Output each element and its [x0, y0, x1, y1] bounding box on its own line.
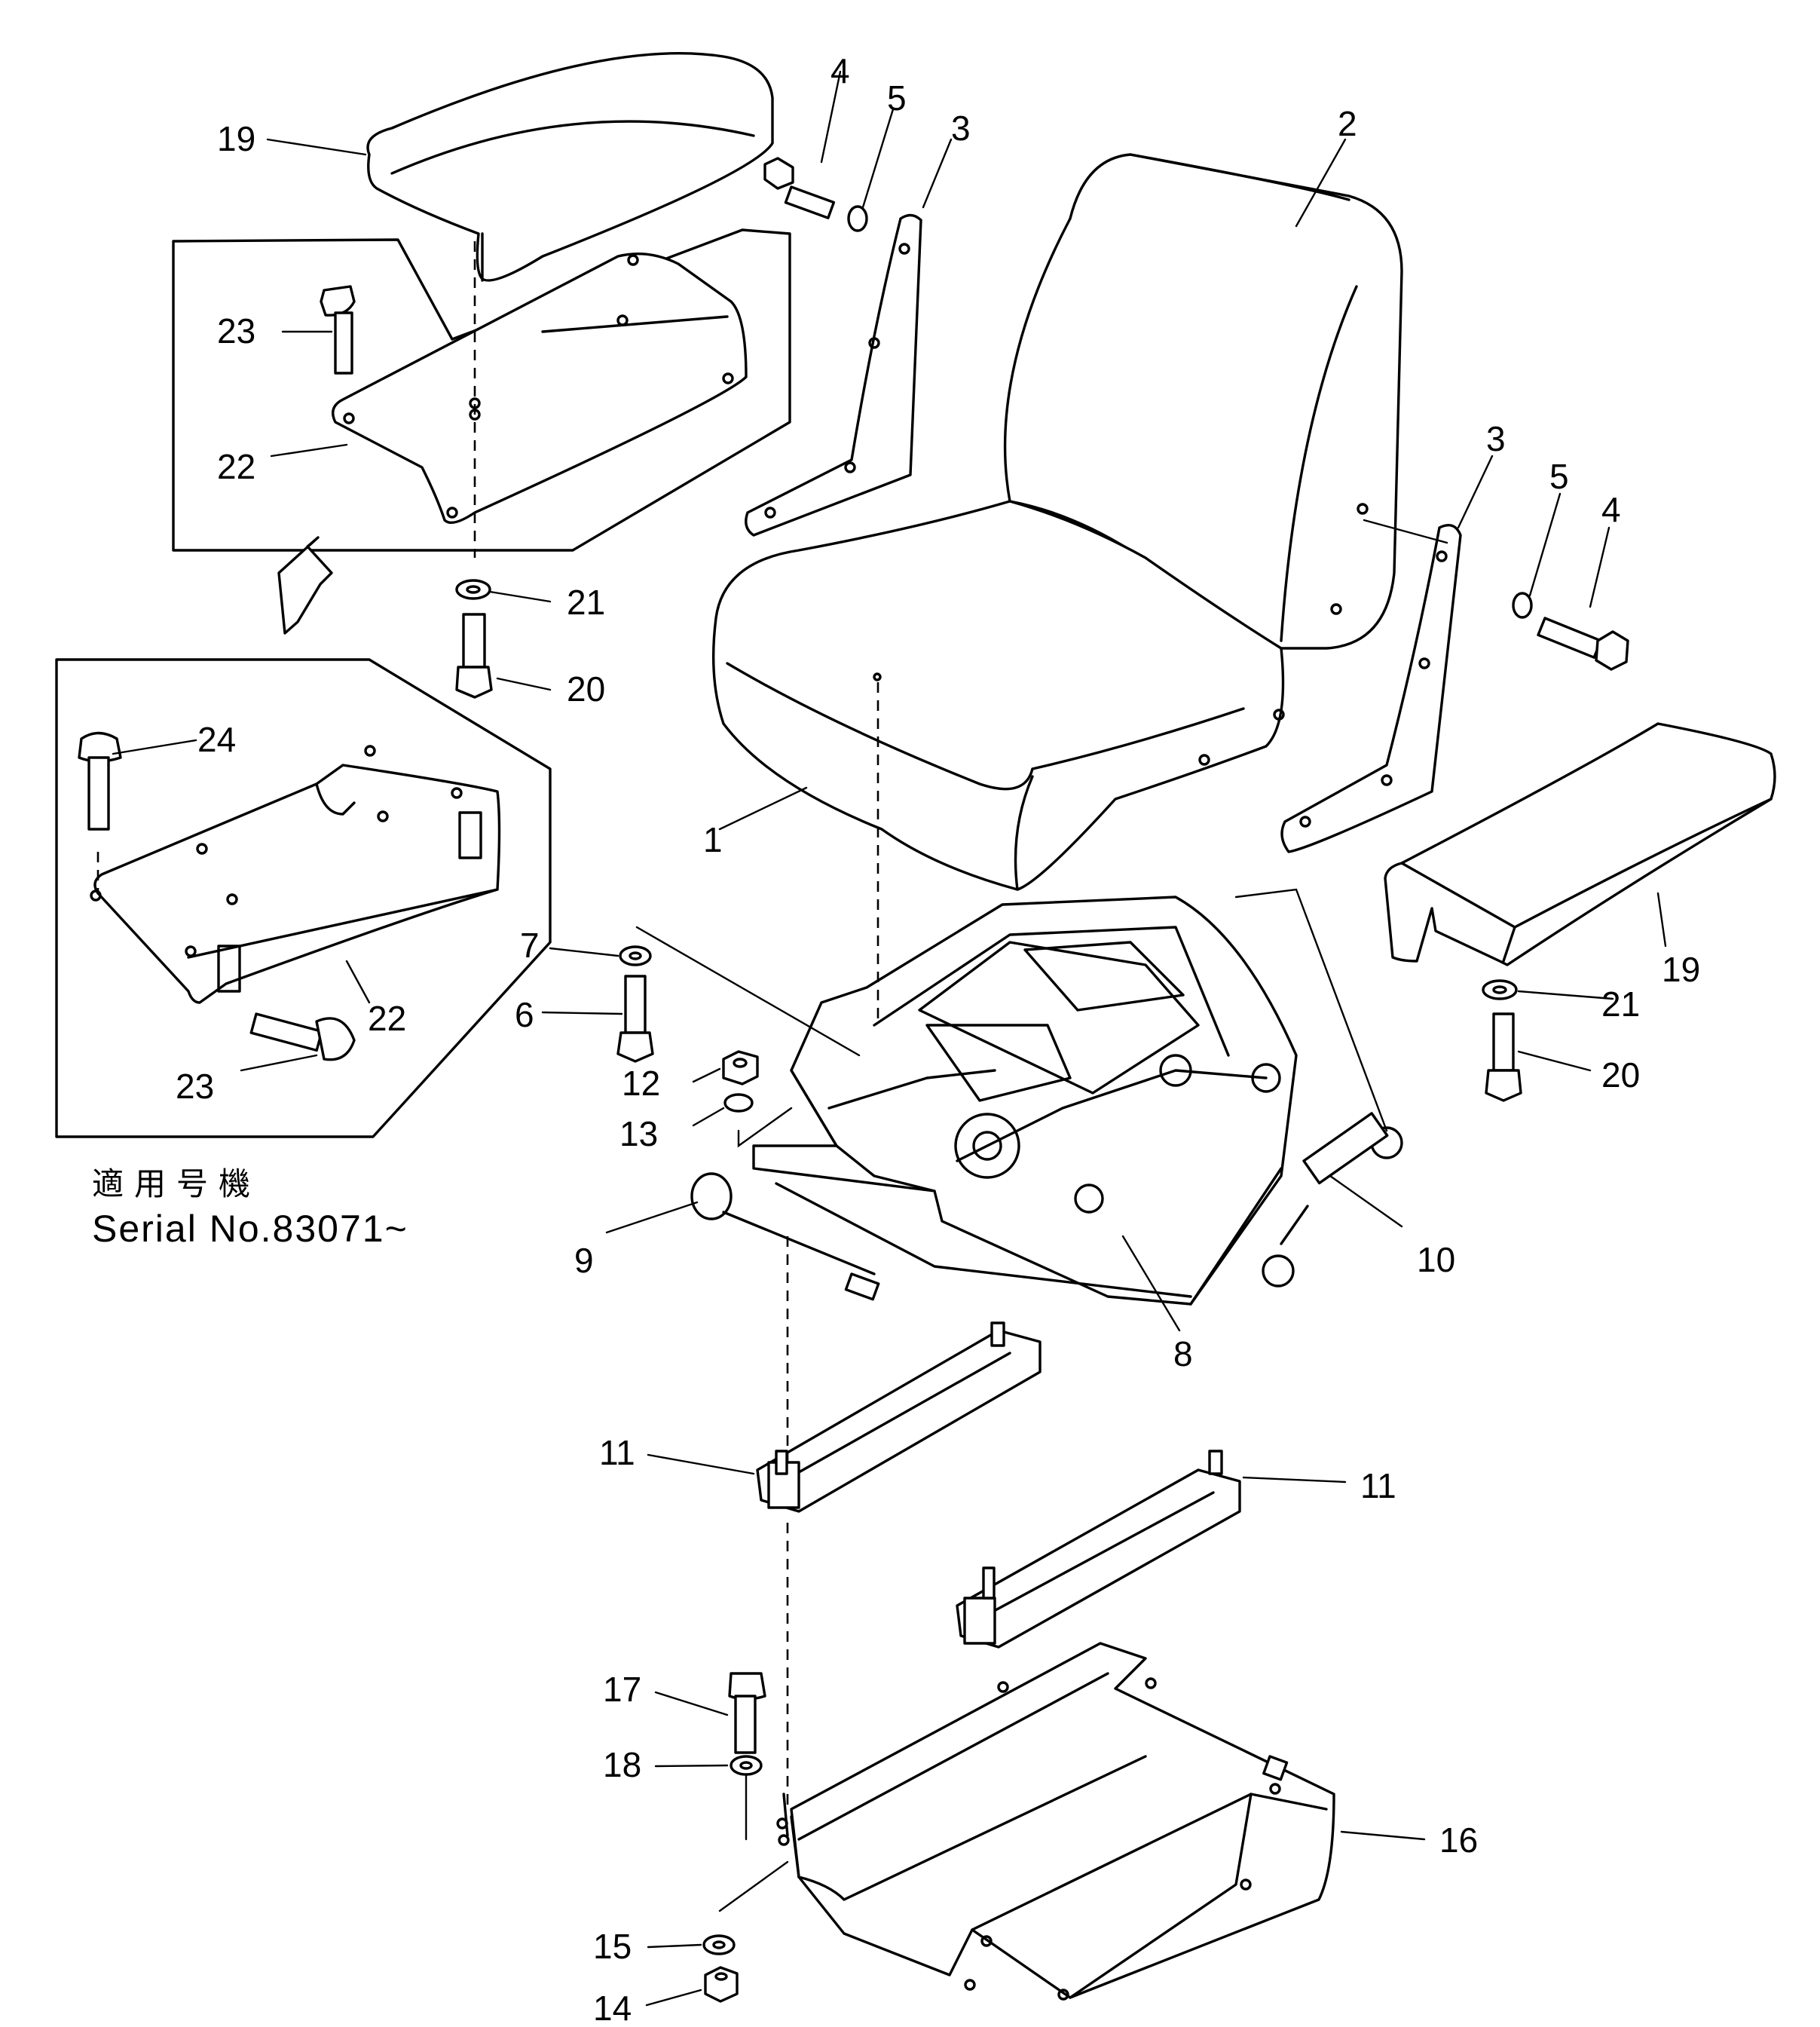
serial-applicability-note: 適用号機 Serial No.83071~ — [92, 1165, 408, 1250]
label-part-22b: 22 — [368, 999, 406, 1038]
damper — [1262, 1112, 1403, 1288]
leader-lines — [112, 70, 1667, 2007]
label-part-1: 1 — [703, 820, 723, 859]
label-part-21b: 21 — [1601, 984, 1640, 1024]
label-part-6: 6 — [515, 995, 534, 1034]
bolt-24 — [78, 731, 122, 831]
washer-upper-left — [847, 205, 868, 232]
label-part-24: 24 — [197, 720, 236, 759]
leader-7-line — [635, 926, 861, 1057]
label-part-17: 17 — [603, 1670, 641, 1709]
washer-21-right — [1482, 979, 1518, 1000]
side-bracket-left — [745, 213, 922, 537]
bolt-6 — [616, 975, 654, 1063]
armrest-upper — [366, 52, 774, 282]
bolt-17 — [728, 1672, 766, 1754]
label-part-19a: 19 — [217, 119, 255, 158]
label-part-18: 18 — [603, 1745, 641, 1784]
label-part-3b: 3 — [1486, 419, 1506, 458]
washer-18 — [730, 1755, 763, 1776]
label-part-5b: 5 — [1549, 457, 1569, 496]
seat-base-plate — [776, 1642, 1335, 2001]
label-part-8: 8 — [1173, 1334, 1193, 1373]
label-part-13: 13 — [619, 1114, 658, 1153]
applicability-note-japanese: 適用号機 — [92, 1165, 261, 1202]
washer-7 — [619, 945, 652, 966]
label-part-21a: 21 — [567, 583, 605, 622]
label-part-4b: 4 — [1601, 490, 1621, 529]
armrest-right — [1384, 722, 1776, 966]
side-bracket-right — [1280, 524, 1462, 853]
bolt-23-lower — [249, 1012, 356, 1061]
bolt-20-right — [1485, 1012, 1522, 1102]
bolt-20-left — [455, 613, 493, 699]
label-part-15: 15 — [593, 1927, 632, 1966]
label-part-12: 12 — [622, 1064, 660, 1103]
bolt-right — [1537, 617, 1629, 671]
applicability-note-serial: Serial No.83071~ — [92, 1208, 408, 1250]
arrow-down-icon — [277, 536, 333, 635]
label-part-16: 16 — [1439, 1820, 1478, 1860]
adjust-knob — [690, 1172, 880, 1301]
label-part-20a: 20 — [567, 669, 605, 709]
label-part-20b: 20 — [1601, 1055, 1640, 1095]
label-part-11b: 11 — [1360, 1466, 1396, 1505]
washer-13 — [723, 1093, 754, 1113]
label-part-7: 7 — [520, 926, 540, 965]
label-part-5a: 5 — [887, 78, 907, 118]
seat-cushion — [711, 500, 1285, 891]
slide-rail-right — [956, 1450, 1241, 1649]
label-part-22a: 22 — [217, 447, 255, 486]
label-part-19b: 19 — [1662, 950, 1700, 989]
leader-10-line — [1234, 888, 1388, 1132]
part-number-labels: 1 2 3 3 4 4 5 5 6 7 8 9 10 11 11 12 13 1… — [176, 51, 1700, 2027]
nut-12 — [722, 1050, 759, 1085]
label-part-23a: 23 — [217, 311, 255, 351]
washer-21-left — [455, 579, 491, 600]
label-part-11a: 11 — [599, 1433, 635, 1472]
washer-15 — [702, 1934, 736, 1955]
label-part-4a: 4 — [830, 51, 850, 90]
bolt-upper-left — [763, 157, 836, 219]
label-part-10: 10 — [1417, 1240, 1455, 1279]
bolt-23-upper — [320, 285, 356, 375]
label-part-3a: 3 — [951, 109, 971, 148]
washer-right — [1512, 592, 1533, 619]
seat-suspension — [752, 896, 1298, 1306]
nut-14 — [704, 1966, 739, 2003]
inset-box-lower — [55, 658, 552, 1138]
label-part-2: 2 — [1338, 104, 1357, 143]
label-part-14: 14 — [593, 1989, 632, 2027]
slide-rail-left — [756, 1321, 1042, 1513]
label-part-9: 9 — [574, 1241, 594, 1280]
label-part-23b: 23 — [176, 1067, 214, 1106]
